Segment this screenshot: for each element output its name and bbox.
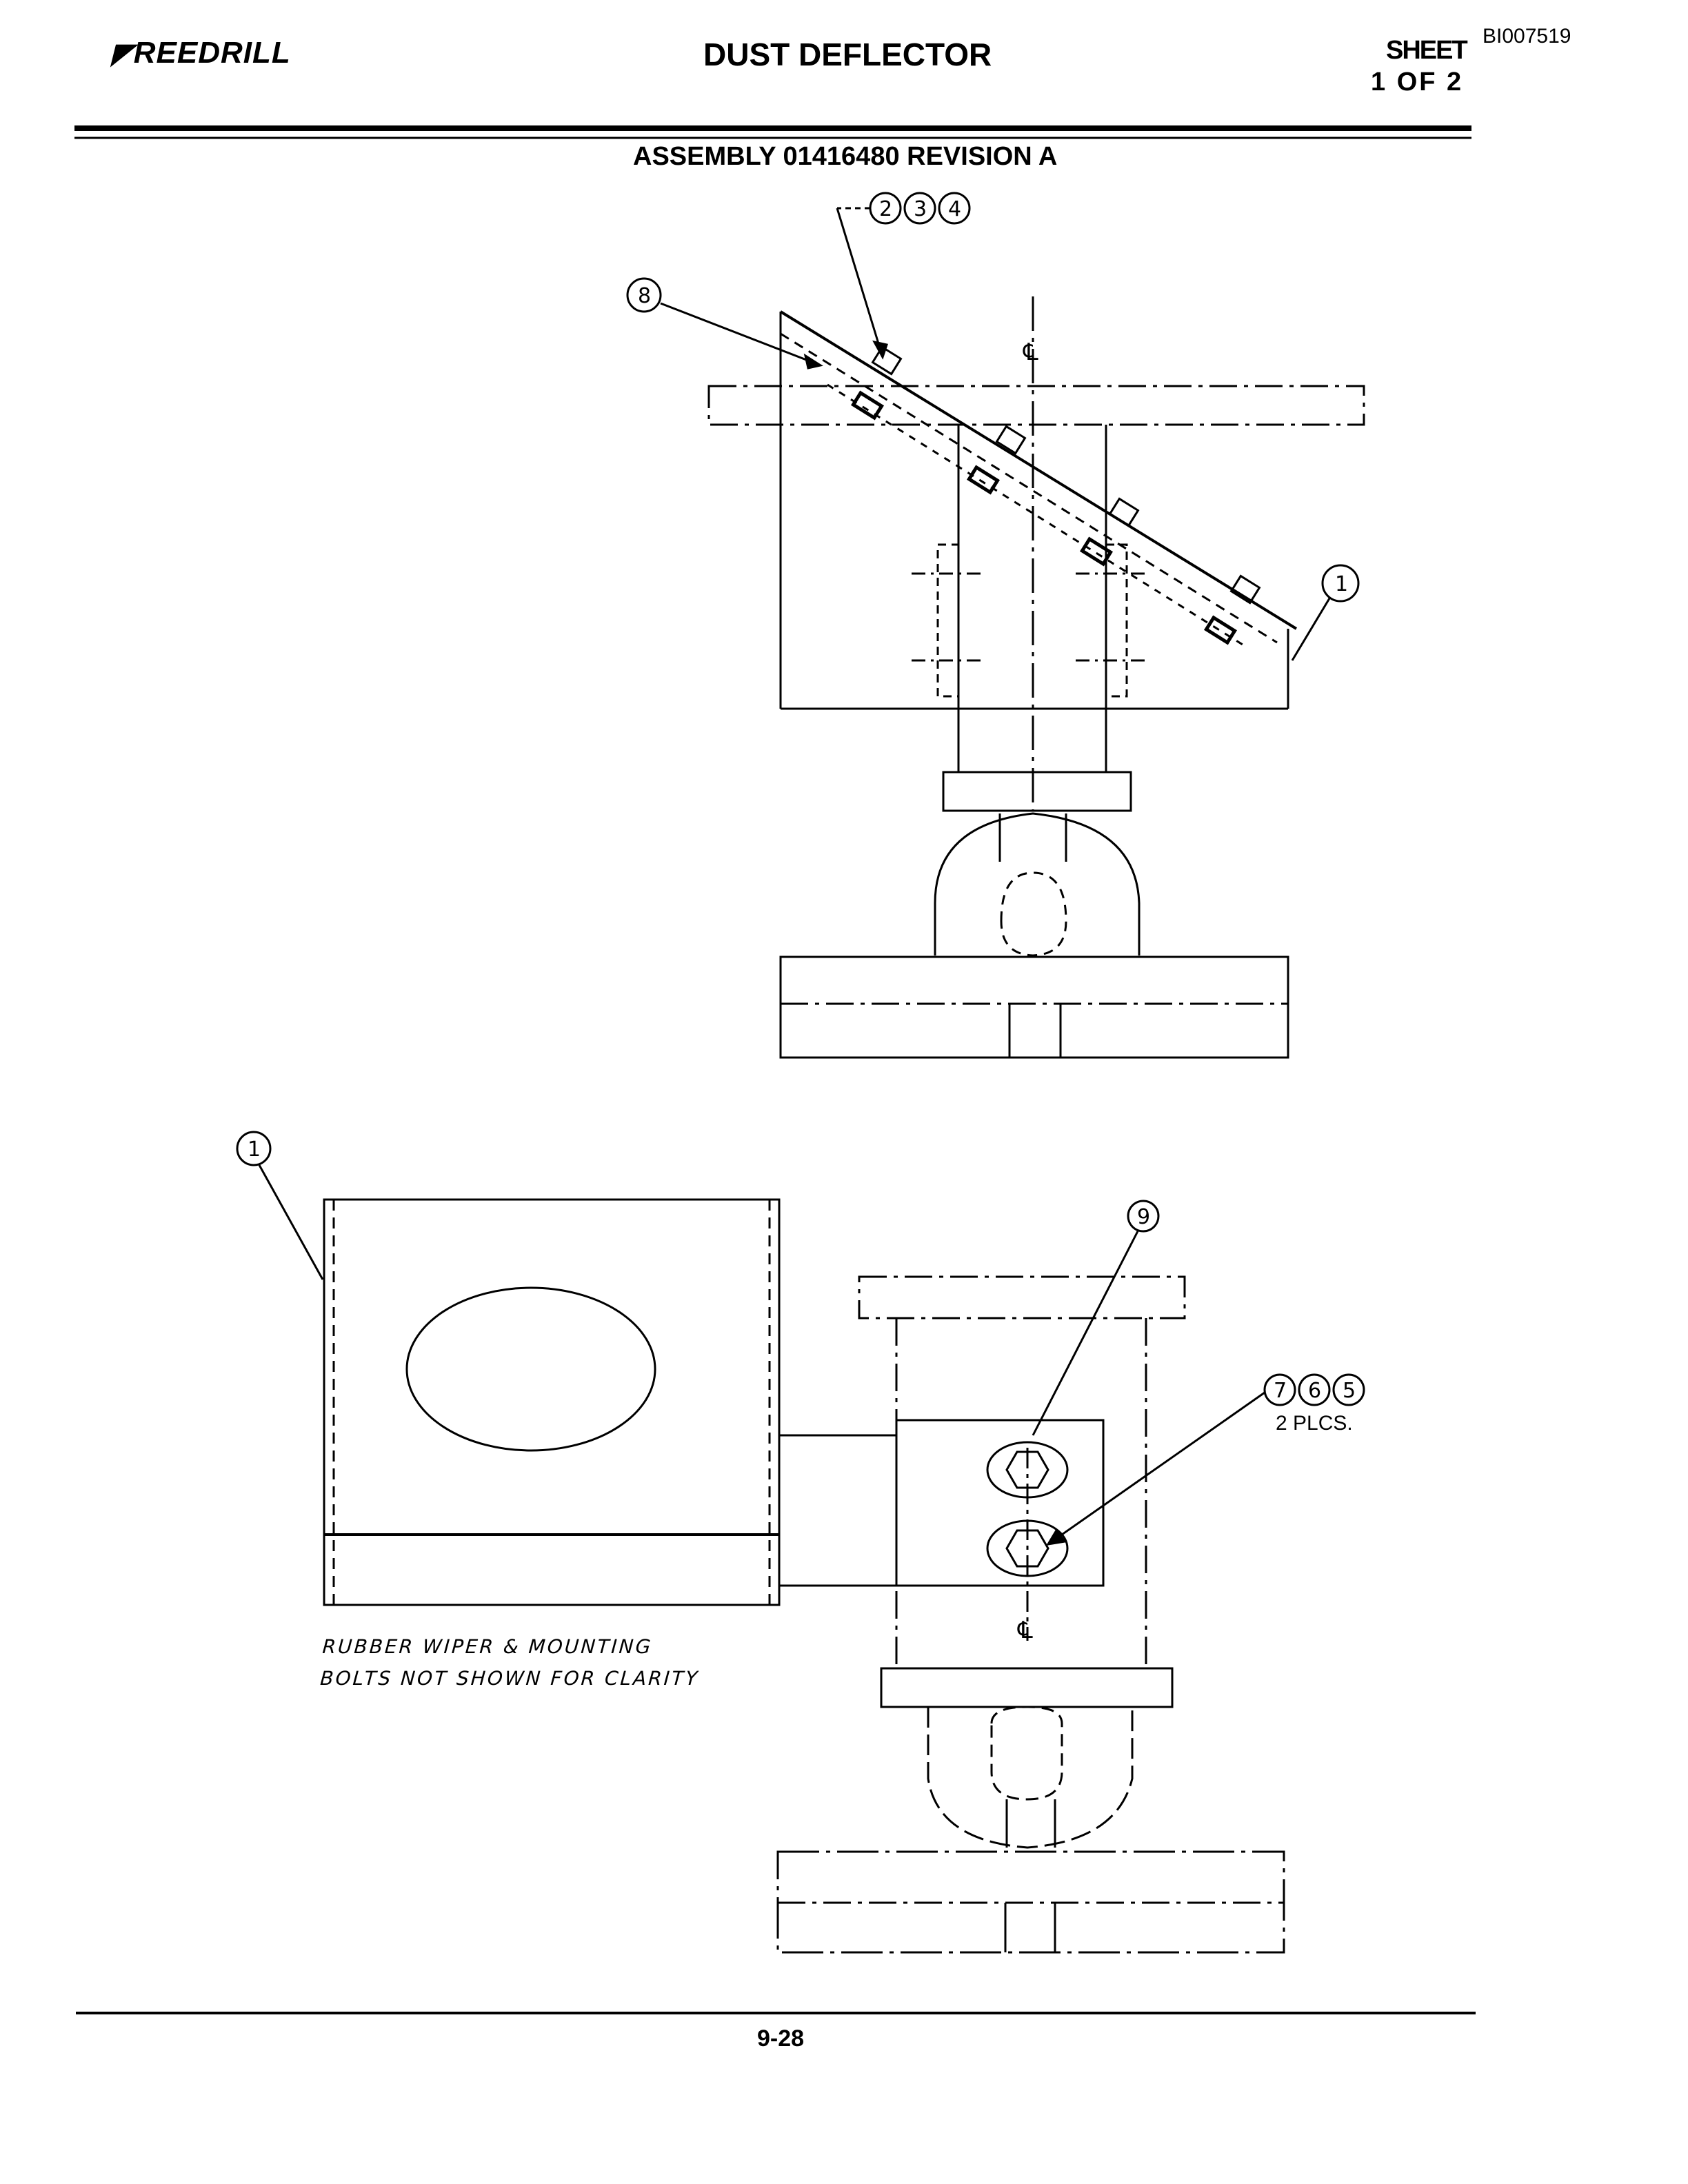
callout-5: 5: [1343, 1379, 1356, 1403]
callout-6: 6: [1308, 1379, 1321, 1403]
document-id: BI007519: [1483, 25, 1571, 48]
slope-bolts: [850, 345, 1261, 645]
assembly-label: ASSEMBLY 01416480 REVISION A: [633, 142, 1058, 171]
top-bar: [707, 385, 1365, 426]
deflector-hole: [405, 1286, 656, 1452]
callout-1-top: 1: [1335, 572, 1348, 596]
clarity-note: RUBBER WIPER & MOUNTING BOLTS NOT SHOWN …: [319, 1631, 703, 1695]
deflector-plate-top: [779, 310, 1298, 630]
sheet-number: 1 OF 2: [1371, 68, 1464, 97]
callout-7: 7: [1274, 1379, 1287, 1403]
callout-4: 4: [948, 197, 961, 221]
callout-3: 3: [914, 197, 927, 221]
page-title: DUST DEFLECTOR: [703, 37, 992, 72]
front-callout-1: [236, 1131, 324, 1280]
note-line: RUBBER WIPER & MOUNTING: [321, 1635, 654, 1658]
callout-2: 2: [879, 197, 892, 221]
centerline-symbol-bottom: ℄: [1017, 1617, 1033, 1644]
side-callouts: [1032, 1200, 1365, 1546]
centerline-symbol-top: ℄: [1023, 338, 1038, 366]
top-view: [707, 296, 1365, 1059]
deflector-plate-hidden: [780, 332, 1278, 644]
quantity-note: 2 PLCS.: [1276, 1412, 1353, 1435]
top-callouts: [626, 192, 1360, 661]
callout-8: 8: [638, 284, 651, 308]
page-number: 9-28: [757, 2025, 805, 2052]
logo-text: REEDRILL: [133, 36, 291, 70]
note-line: BOLTS NOT SHOWN FOR CLARITY: [319, 1667, 701, 1690]
deflector-front-view: [323, 1198, 896, 1606]
logo: ◤REEDRILL: [112, 36, 291, 70]
logo-icon: ◤: [112, 39, 134, 69]
callout-9: 9: [1137, 1205, 1150, 1229]
callout-1-bottom: 1: [248, 1138, 261, 1162]
sheet-label: SHEET: [1386, 36, 1468, 65]
side-view: [776, 1275, 1285, 1954]
